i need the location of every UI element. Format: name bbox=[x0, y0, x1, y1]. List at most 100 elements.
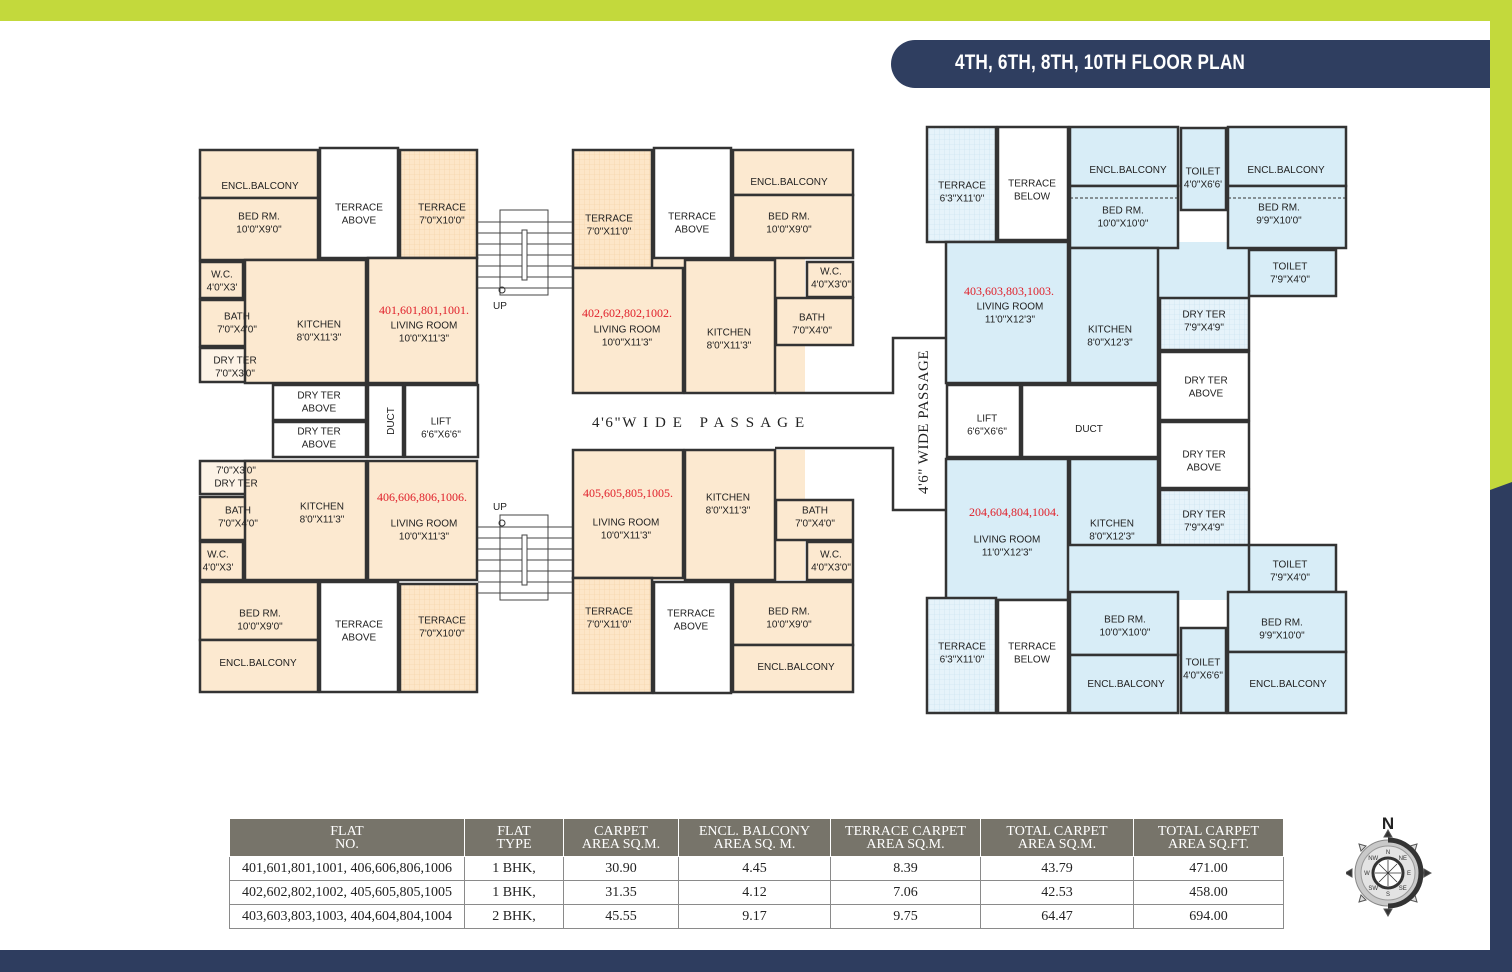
flat-unit bbox=[571, 448, 855, 695]
stairs-up-label: UP bbox=[493, 301, 507, 312]
room-label: BED RM. bbox=[1258, 203, 1300, 214]
room bbox=[1226, 590, 1348, 654]
room-label: KITCHEN bbox=[1090, 519, 1134, 530]
top-accent-band bbox=[0, 0, 1512, 21]
room-label: BED RM. bbox=[768, 607, 810, 618]
table-cell: 9.17 bbox=[678, 904, 831, 929]
right-navy-band bbox=[1490, 482, 1512, 972]
room-label: ENCL.BALCONY bbox=[750, 177, 828, 188]
room-label: 7'0"X10'0" bbox=[419, 629, 465, 640]
flat-number-label: 204,604,804,1004. bbox=[969, 505, 1059, 519]
table-cell: 1 BHK, bbox=[464, 856, 564, 881]
room bbox=[198, 638, 320, 694]
room bbox=[1247, 248, 1338, 298]
staircase bbox=[478, 209, 945, 601]
room-label: BATH bbox=[225, 506, 251, 517]
room-label: ABOVE bbox=[342, 216, 377, 227]
room-label: 10'0"X11'3" bbox=[399, 334, 450, 345]
room bbox=[805, 260, 855, 299]
room-label: LIVING ROOM bbox=[977, 302, 1044, 313]
table-cell: 471.00 bbox=[1133, 856, 1284, 881]
table-cell: 45.55 bbox=[563, 904, 679, 929]
room bbox=[571, 266, 685, 395]
room-label: 11'0"X12'3" bbox=[982, 548, 1033, 559]
room-label: 10'0"X9'0" bbox=[236, 225, 282, 236]
room-label: TERRACE bbox=[1008, 642, 1056, 653]
flat-unit bbox=[571, 146, 855, 395]
room-label: BELOW bbox=[1014, 192, 1051, 203]
room-label: 8'0"X11'3" bbox=[706, 506, 751, 517]
room-label: DRY TER bbox=[1182, 510, 1225, 521]
room-label: TOILET bbox=[1273, 560, 1308, 571]
room bbox=[1179, 626, 1228, 715]
compass-direction-label: NW bbox=[1368, 856, 1378, 862]
room-label: ENCL.BALCONY bbox=[221, 181, 299, 192]
room-label: LIFT bbox=[431, 417, 452, 428]
compass-north-label: N bbox=[1382, 814, 1394, 833]
room-label: TERRACE bbox=[938, 642, 986, 653]
room-label: 7'0"X3'0" bbox=[216, 466, 256, 477]
room bbox=[652, 146, 733, 260]
page-title: 4TH, 6TH, 8TH, 10TH FLOOR PLAN bbox=[955, 51, 1246, 74]
room bbox=[1068, 653, 1180, 715]
room bbox=[571, 576, 654, 695]
room-label: ABOVE bbox=[1187, 463, 1222, 474]
room-label: BATH bbox=[802, 506, 828, 517]
room-label: DRY TER bbox=[214, 479, 257, 490]
table-cell: 401,601,801,1001, 406,606,806,1006 bbox=[229, 856, 465, 881]
compass-direction-label: W bbox=[1364, 871, 1370, 877]
room-label: ENCL.BALCONY bbox=[1087, 679, 1165, 690]
room-label: BED RM. bbox=[768, 212, 810, 223]
room-label: KITCHEN bbox=[706, 493, 750, 504]
room-label: W.C. bbox=[207, 550, 229, 561]
room-label: W.C. bbox=[820, 267, 842, 278]
room-label: 8'0"X11'3" bbox=[297, 333, 342, 344]
room-label: BATH bbox=[799, 313, 825, 324]
room-label: BED RM. bbox=[239, 609, 281, 620]
table-cell: 64.47 bbox=[980, 904, 1134, 929]
room-label: ABOVE bbox=[1189, 389, 1224, 400]
room-label: 4'0"X6'6' bbox=[1184, 180, 1222, 191]
compass-direction-label: S bbox=[1386, 892, 1390, 898]
room bbox=[1226, 125, 1348, 188]
table-cell: 9.75 bbox=[830, 904, 981, 929]
compass-direction-label: SW bbox=[1368, 886, 1378, 892]
room bbox=[198, 196, 320, 262]
passage-label-horizontal: 4'6"W I D E P A S S A G E bbox=[592, 415, 806, 431]
room bbox=[243, 258, 368, 385]
room bbox=[1158, 296, 1251, 352]
room-label: 10'0"X9'0" bbox=[766, 620, 812, 631]
room bbox=[1068, 246, 1160, 385]
room-label: W.C. bbox=[211, 270, 233, 281]
room-label: ABOVE bbox=[302, 440, 337, 451]
room-label: TOILET bbox=[1273, 262, 1308, 273]
room-label: 4'0"X3' bbox=[207, 283, 238, 294]
room bbox=[1226, 650, 1348, 715]
room bbox=[731, 580, 855, 647]
room bbox=[652, 580, 733, 695]
room-label: TOILET bbox=[1186, 167, 1221, 178]
room-label: 7'0"X4'0" bbox=[795, 519, 835, 530]
room bbox=[243, 459, 368, 582]
room bbox=[571, 448, 685, 580]
room-label: DRY TER bbox=[1182, 310, 1225, 321]
flat-unit bbox=[925, 420, 1348, 715]
room bbox=[271, 420, 368, 459]
room-label: 9'9"X10'0" bbox=[1256, 216, 1302, 227]
room-label: ENCL.BALCONY bbox=[1089, 165, 1167, 176]
table-cell: 1 BHK, bbox=[464, 880, 564, 905]
room-label: ENCL.BALCONY bbox=[219, 658, 297, 669]
room-label: LIVING ROOM bbox=[391, 321, 458, 332]
compass-direction-label: E bbox=[1407, 871, 1411, 877]
room-label: 7'0"X3'0" bbox=[215, 369, 255, 380]
room-label: 7'0"X4'0" bbox=[218, 519, 258, 530]
room bbox=[774, 498, 855, 542]
room-label: 7'0"X11'0" bbox=[587, 227, 632, 238]
room-label: 7'0"X11'0" bbox=[587, 620, 632, 631]
room-label: TERRACE bbox=[335, 620, 383, 631]
